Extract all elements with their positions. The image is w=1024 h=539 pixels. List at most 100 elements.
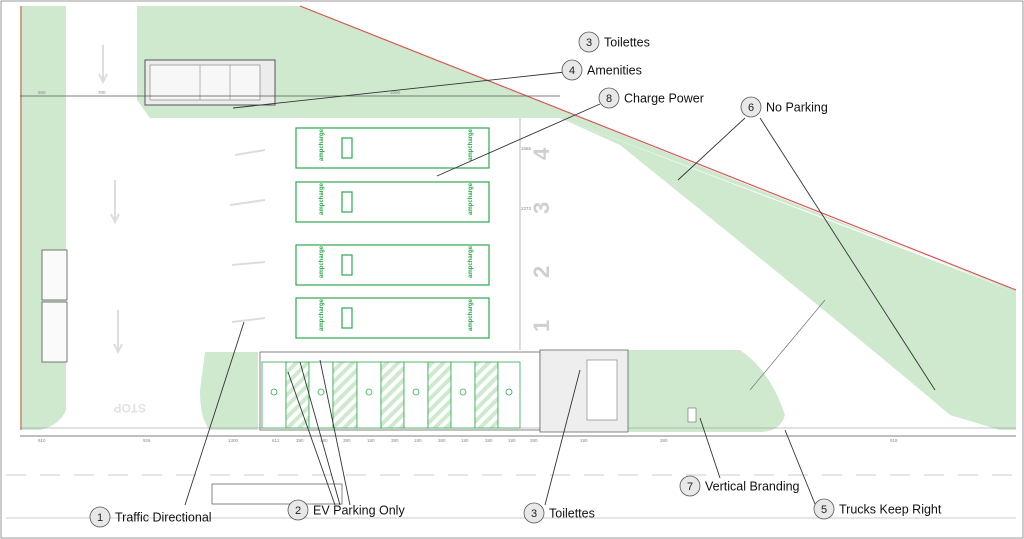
callout-marker	[578, 31, 600, 53]
callout: 8 Charge Power	[598, 87, 704, 109]
bay-brand-label: ampcharge	[468, 128, 474, 161]
boundary-line-top	[299, 5, 1017, 291]
dimension-label: 3500	[390, 90, 401, 95]
bay-brand-label: ampcharge	[468, 182, 474, 215]
dimension-label: 612	[272, 438, 280, 443]
dimension-label: 380	[530, 438, 538, 443]
bay-number: 2	[529, 266, 554, 278]
callout-leaders	[184, 71, 936, 506]
left-kiosk-top	[41, 249, 68, 301]
bay-brand-label: ampcharge	[319, 182, 325, 215]
ev-hatched-zone	[332, 361, 358, 429]
ev-hatched-zone	[285, 361, 310, 429]
bay-brand-label: ampcharge	[319, 128, 325, 161]
bottom-left-island	[200, 352, 258, 430]
bay-brand-label: ampcharge	[319, 245, 325, 278]
callout-number: 5	[821, 504, 827, 516]
dimension-label: 2273	[521, 206, 532, 211]
callout: 4 Amenities	[561, 59, 642, 81]
callout-marker	[561, 59, 583, 81]
callout-number: 7	[687, 481, 693, 493]
bay-number: 4	[529, 147, 554, 160]
left-verge	[20, 6, 66, 430]
truck-bay: ampcharge ampcharge	[295, 244, 490, 286]
bay-brand-label: ampcharge	[468, 245, 474, 278]
top-right-blank	[137, 6, 1016, 290]
dimension-label: 1300	[228, 438, 239, 443]
dimension-label: 180	[461, 438, 469, 443]
traffic-arrows	[98, 45, 123, 355]
callout-number: 1	[97, 512, 103, 524]
stop-marking: STOP	[114, 401, 146, 415]
dimension-label: 910	[38, 438, 46, 443]
bay-brand-label: ampcharge	[319, 298, 325, 331]
callout-label: No Parking	[766, 101, 828, 115]
callout-number: 2	[295, 505, 301, 517]
callout-marker	[740, 96, 762, 118]
callout-marker	[523, 502, 545, 524]
dimension-label: 380	[485, 438, 493, 443]
dimension-label: 700	[98, 90, 106, 95]
ev-bay	[308, 361, 334, 429]
bay-number: 1	[529, 320, 554, 332]
dimension-label: 380	[391, 438, 399, 443]
dimension-label: 180	[414, 438, 422, 443]
callout-marker	[598, 87, 620, 109]
dimension-label: 180	[580, 438, 588, 443]
bay-numbers: 4 3 2 1	[529, 147, 554, 332]
callout-marker	[287, 499, 309, 521]
callout-number: 6	[748, 102, 754, 114]
callout-number: 3	[586, 37, 592, 49]
callout-number: 4	[569, 65, 575, 77]
callout-label: Charge Power	[624, 92, 704, 106]
callout: 7 Vertical Branding	[679, 475, 800, 497]
ev-bay	[356, 361, 382, 429]
callout: 5 Trucks Keep Right	[813, 498, 942, 520]
dimension-label: 918	[890, 438, 898, 443]
dimension-label: 1565	[521, 146, 532, 151]
dimension-label: 380	[438, 438, 446, 443]
no-parking-dimension	[749, 299, 826, 391]
ev-bay	[261, 361, 287, 429]
truck-bays: ampcharge ampcharge ampcharge ampcharge ampc…	[295, 127, 490, 339]
callout-marker	[679, 475, 701, 497]
truck-bay: ampcharge ampcharge	[295, 181, 490, 223]
callout-label: EV Parking Only	[313, 504, 405, 518]
dimension-label: 380	[660, 438, 668, 443]
truck-bay: ampcharge ampcharge	[295, 127, 490, 169]
callout-label: Amenities	[587, 64, 642, 78]
left-kiosk-bottom	[41, 301, 68, 363]
right-verge	[560, 118, 1016, 430]
ev-bay	[403, 361, 429, 429]
bay-number: 3	[529, 202, 554, 214]
callout-label: Trucks Keep Right	[839, 503, 942, 517]
callout-marker	[813, 498, 835, 520]
truck-outline	[211, 483, 343, 505]
callout-label: Toilettes	[549, 507, 595, 521]
bottom-right-verge	[620, 350, 785, 432]
ev-bays	[261, 361, 521, 429]
dimension-label: 180	[367, 438, 375, 443]
branding-pylon	[687, 407, 697, 423]
ev-bay	[450, 361, 476, 429]
callout: 6 No Parking	[740, 96, 828, 118]
dimension-label: 380	[343, 438, 351, 443]
callout-label: Toilettes	[604, 36, 650, 50]
callout-number: 8	[606, 93, 612, 105]
ev-hatched-zone	[427, 361, 452, 429]
callout: 2 EV Parking Only	[287, 499, 405, 521]
callout-marker	[89, 506, 111, 528]
ev-hatched-zone	[380, 361, 405, 429]
dimension-label: 926	[143, 438, 151, 443]
dimension-label: 390	[296, 438, 304, 443]
ev-hatched-zone	[474, 361, 499, 429]
dimension-label: 180	[508, 438, 516, 443]
callout-label: Vertical Branding	[705, 480, 800, 494]
